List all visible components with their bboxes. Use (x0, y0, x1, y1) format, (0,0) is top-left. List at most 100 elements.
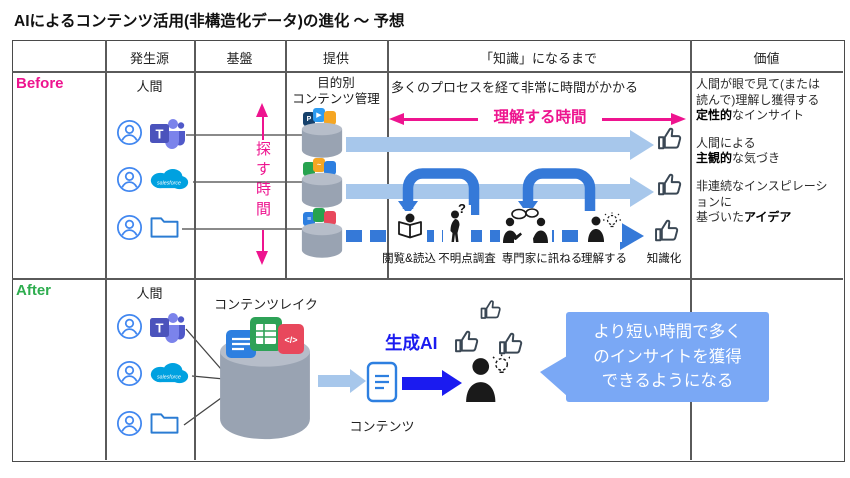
step-label-browse: 閲覧&読込 (382, 253, 436, 265)
code-glyph: </> (284, 335, 297, 345)
col-header-knowledge: 「知識」になるまで (479, 51, 597, 66)
file-chip-orange (324, 111, 336, 125)
knowledge-note: 多くのプロセスを経て非常に時間がかかる (391, 80, 639, 95)
search-time-label: 探す時間 (254, 141, 271, 221)
user-icon (116, 214, 143, 246)
flow-arrow-1-head (630, 129, 654, 160)
value-paragraph-3: 非連続なインスピレーションに基づいたアイデア (696, 178, 828, 225)
grid-vline (105, 40, 107, 460)
user-icon (116, 119, 143, 151)
lake-to-content-arrow (318, 375, 350, 387)
flow-arrow-1 (346, 137, 630, 152)
file-chip-code (324, 211, 336, 225)
code-file-icon: </> (278, 324, 304, 359)
svg-text:T: T (156, 321, 164, 336)
folder-icon (149, 215, 180, 245)
salesforce-icon: salesforce (147, 166, 191, 200)
thumbs-up-icon (478, 297, 504, 328)
flow-arrow-2-head (630, 176, 654, 207)
genai-arrow-head (442, 370, 462, 396)
content-label: コンテンツ (349, 419, 415, 434)
value-paragraph-1: 人間が眼で見て(または読んで)理解し獲得する定性的なインサイト (696, 77, 820, 123)
thumbs-up-icon (655, 124, 685, 159)
thumbs-up-icon (652, 216, 682, 251)
database-cylinder-icon (299, 121, 345, 163)
provide-cell-label: 目的別 コンテンツ管理 (285, 76, 387, 107)
before-source-label: 人間 (136, 79, 163, 94)
step-label-ask-expert: 専門家に訊ねる (501, 253, 583, 265)
step-label-knowledge: 知識化 (646, 253, 682, 265)
flow-arrow-3-dashed (346, 230, 620, 242)
rework-loop-arrow (398, 168, 480, 215)
understand-time-label: 理解する時間 (493, 109, 587, 126)
row-label-after: After (16, 282, 52, 299)
question-person-icon: ? (443, 201, 471, 243)
user-icon (116, 410, 143, 442)
question-mark: ? (458, 201, 466, 216)
file-chip-video: ▶ (313, 108, 325, 122)
provide-line2: コンテンツ管理 (292, 91, 380, 106)
salesforce-label: salesforce (157, 180, 181, 186)
grid-vline (285, 40, 287, 278)
file-chip-blue (324, 161, 336, 175)
idea-person-icon (584, 211, 622, 242)
user-icon (116, 360, 143, 392)
row-label-before: Before (16, 75, 64, 92)
content-document-icon (366, 361, 398, 408)
table-frame (12, 40, 845, 462)
col-header-provide: 提供 (322, 51, 349, 66)
flow-arrow-2 (346, 184, 630, 199)
understand-time-line (402, 118, 478, 121)
database-cylinder-icon (299, 221, 345, 263)
grid-hline-rows (12, 278, 843, 280)
search-time-arrow-line (261, 230, 265, 252)
file-chip-powerpoint: P (303, 112, 315, 126)
result-callout: より短い時間で多くのインサイトを獲得できるようになる (540, 312, 769, 402)
callout-tail (540, 356, 567, 396)
file-chip-chart: ~ (313, 158, 325, 172)
value-cell-before: 人間が眼で見て(または読んで)理解し獲得する定性的なインサイト 人間による主観的… (696, 77, 828, 226)
folder-icon (149, 411, 180, 441)
doc-file-icon (226, 330, 256, 363)
understand-time-arrow-left (389, 112, 404, 125)
step-label-investigate: 不明点調査 (438, 253, 496, 265)
search-time-arrow-up (256, 103, 268, 117)
grid-vline (690, 40, 692, 460)
spreadsheet-file-icon (250, 317, 282, 356)
search-time-arrow-down (256, 251, 268, 265)
understand-time-arrow-right (671, 112, 686, 125)
user-icon (116, 313, 143, 345)
file-chip-sheet (313, 208, 325, 222)
search-time-arrow-line (261, 116, 265, 140)
after-source-label: 人間 (136, 286, 163, 301)
grid-vline (194, 40, 196, 460)
genai-arrow (402, 377, 442, 390)
connector-lines-before (182, 134, 308, 230)
teams-icon: T (148, 117, 186, 156)
salesforce-icon: salesforce (147, 360, 191, 394)
provide-line1: 目的別 (317, 76, 355, 90)
lake-to-content-arrow-head (350, 369, 366, 393)
thumbs-up-icon (452, 327, 482, 362)
col-header-value: 価値 (753, 51, 780, 66)
user-icon (116, 166, 143, 198)
step-label-understand: 理解する (581, 253, 627, 265)
teams-letter: T (156, 127, 164, 142)
understand-time-line (602, 118, 672, 121)
page-title: AIによるコンテンツ活用(非構造化データ)の進化 ～ 予想 (14, 13, 405, 30)
flow-arrow-3-head (620, 221, 644, 250)
thumbs-up-icon (496, 329, 526, 364)
file-chip-green (303, 162, 315, 176)
content-lake-label: コンテンツレイク (214, 297, 318, 312)
thumbs-up-icon (655, 170, 685, 205)
grid-vline (387, 40, 389, 278)
teams-icon: T (148, 311, 186, 350)
discussion-people-icon (500, 208, 552, 244)
insight-person-icon (464, 354, 511, 407)
value-paragraph-2: 人間による主観的な気づき (696, 135, 781, 166)
svg-text:salesforce: salesforce (157, 374, 181, 380)
file-chip-doc: ≡ (303, 212, 315, 226)
grid-hline-header (12, 71, 843, 73)
genai-label: 生成AI (385, 333, 438, 353)
